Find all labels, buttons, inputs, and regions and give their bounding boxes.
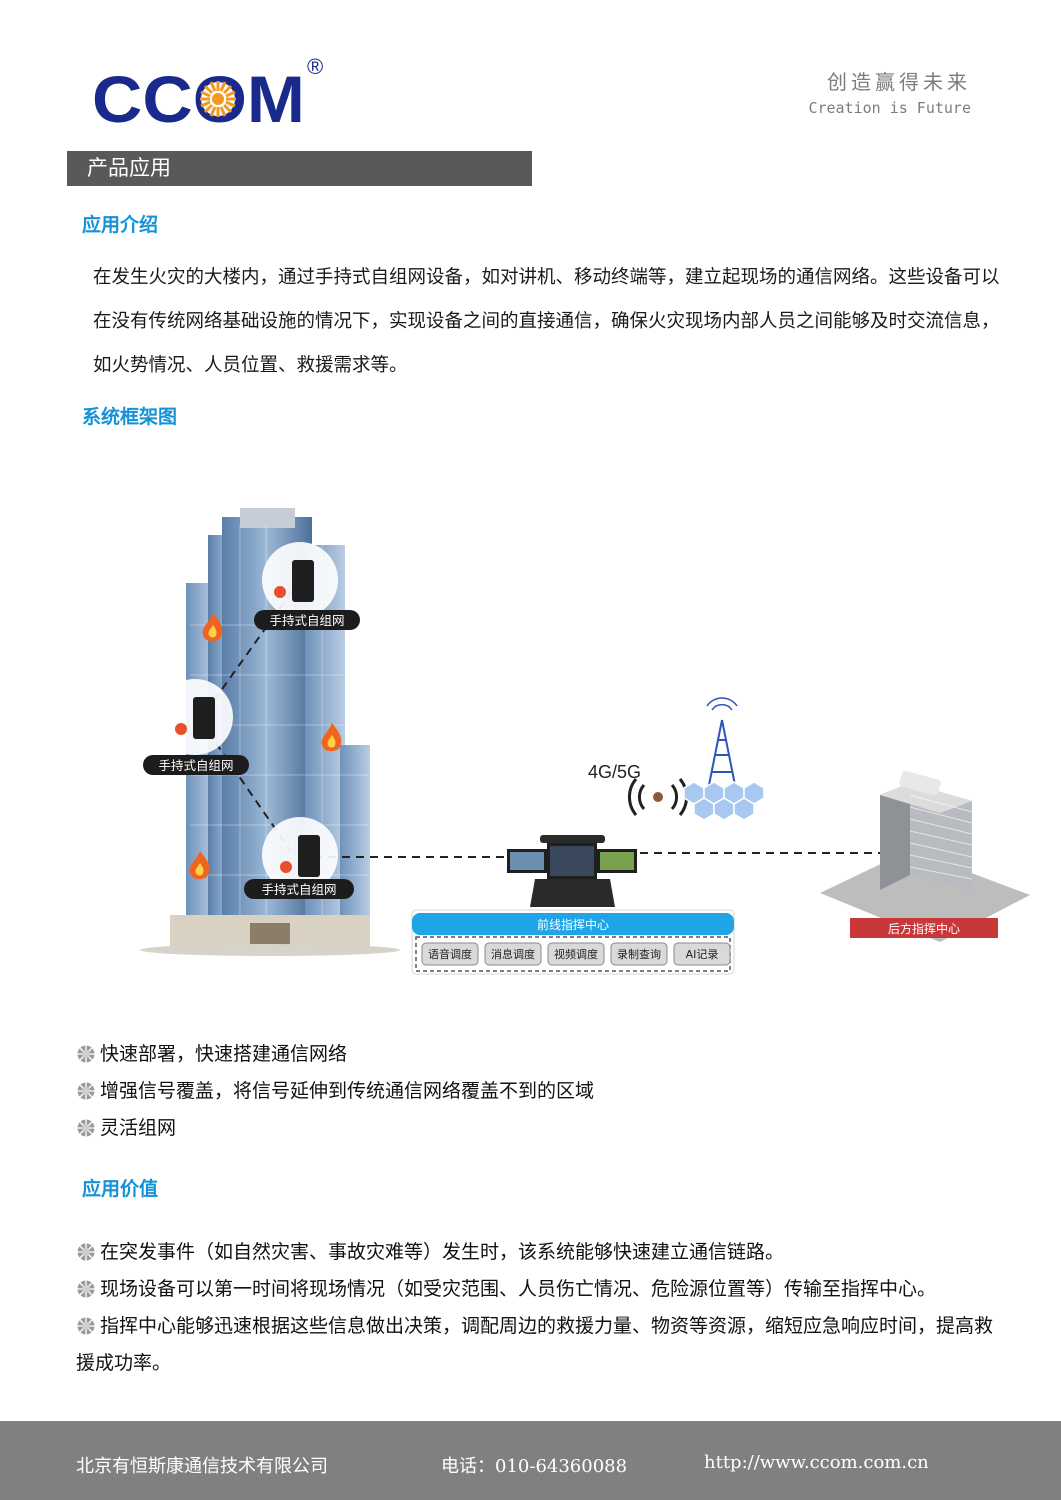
- gear-bullet-icon: [76, 1118, 96, 1138]
- feature-list: 快速部署，快速搭建通信网络 增强信号覆盖，将信号延伸到传统通信网络覆盖不到的区域…: [76, 1036, 594, 1147]
- device-label: 手持式自组网: [158, 758, 233, 773]
- handheld-device-middle: 手持式自组网: [143, 679, 249, 775]
- slogan-cn: 创造赢得未来: [827, 70, 971, 94]
- gear-bullet-icon: [76, 1242, 96, 1262]
- value-list: 在突发事件（如自然灾害、事故灾难等）发生时，该系统能够快速建立通信链路。 现场设…: [76, 1234, 1006, 1382]
- signal-icon: [628, 778, 688, 816]
- list-item: 指挥中心能够迅速根据这些信息做出决策，调配周边的救援力量、物资等资源，缩短应急响…: [76, 1315, 994, 1374]
- function-button: [673, 942, 731, 966]
- function-button: [547, 942, 605, 966]
- device-label: 手持式自组网: [269, 613, 344, 628]
- gear-bullet-icon: [76, 1081, 96, 1101]
- value-heading: 应用价值: [82, 1178, 159, 1200]
- logo-text: CCOM: [92, 62, 305, 130]
- intro-heading: 应用介绍: [82, 214, 159, 236]
- slogan-en: Creation is Future: [808, 99, 971, 117]
- function-label: 录制查询: [617, 947, 661, 961]
- list-item: 灵活组网: [76, 1110, 594, 1147]
- footer-phone: 电话：010-64360088: [441, 1456, 628, 1477]
- rear-center-label: 后方指挥中心: [888, 921, 960, 936]
- function-button: [421, 942, 479, 966]
- fire-icon: [202, 613, 223, 642]
- list-item: 增强信号覆盖，将信号延伸到传统通信网络覆盖不到的区域: [76, 1073, 594, 1110]
- section-title-bar: 产品应用: [67, 151, 532, 186]
- front-command-center: 前线指挥中心 语音调度 消息调度 视频调度 录制查询 AI记录: [411, 909, 735, 975]
- system-framework-diagram: 手持式自组网 手持式自组网 手持式自组网 4G/5G: [140, 508, 1030, 975]
- field-command-terminal: [507, 835, 637, 907]
- function-label: 视频调度: [554, 947, 598, 961]
- function-button: [484, 942, 542, 966]
- function-label: 消息调度: [491, 947, 535, 961]
- fire-icon: [189, 851, 210, 880]
- page-footer: 北京有恒斯康通信技术有限公司 电话：010-64360088 http://ww…: [0, 1421, 1061, 1500]
- list-item: 快速部署，快速搭建通信网络: [76, 1036, 594, 1073]
- ccom-logo: CCOM ®: [92, 54, 323, 130]
- function-button: [610, 942, 668, 966]
- gear-bullet-icon: [76, 1279, 96, 1299]
- fire-icon: [321, 723, 342, 752]
- framework-heading: 系统框架图: [82, 406, 178, 428]
- device-label: 手持式自组网: [261, 882, 336, 897]
- list-item: 现场设备可以第一时间将现场情况（如受灾范围、人员伤亡情况、危险源位置等）传输至指…: [76, 1271, 1006, 1308]
- cell-tower-icon: [683, 697, 765, 821]
- sun-icon: [200, 81, 236, 117]
- function-label: 语音调度: [428, 947, 472, 961]
- front-center-label: 前线指挥中心: [537, 917, 609, 932]
- footer-company: 北京有恒斯康通信技术有限公司: [76, 1456, 328, 1477]
- handheld-device-bottom: 手持式自组网: [244, 817, 354, 899]
- rear-command-building: [820, 770, 1030, 942]
- footer-website[interactable]: http://www.ccom.com.cn: [704, 1452, 929, 1473]
- function-label: AI记录: [686, 948, 719, 961]
- network-label: 4G/5G: [588, 762, 641, 782]
- rear-center-badge: [850, 918, 998, 938]
- list-item: 在突发事件（如自然灾害、事故灾难等）发生时，该系统能够快速建立通信链路。: [76, 1234, 1006, 1271]
- slogan: 创造赢得未来 Creation is Future: [808, 66, 971, 117]
- registered-mark: ®: [307, 54, 323, 79]
- gear-bullet-icon: [76, 1044, 96, 1064]
- intro-paragraph: 在发生火灾的大楼内，通过手持式自组网设备，如对讲机、移动终端等，建立起现场的通信…: [93, 267, 1000, 376]
- handheld-device-top: 手持式自组网: [254, 542, 360, 630]
